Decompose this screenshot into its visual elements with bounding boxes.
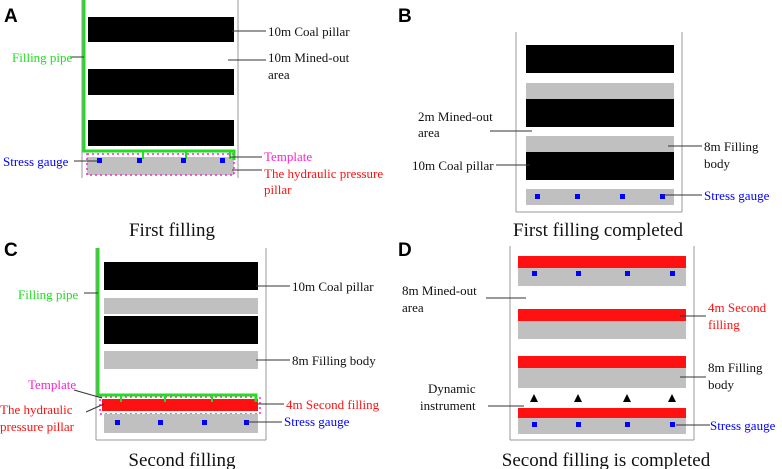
panel-d-label-filling-body-1: 8m Filling — [708, 360, 763, 375]
panel-a-label-stress-gauge: Stress gauge — [3, 154, 69, 169]
panel-b-gauge-1 — [535, 194, 540, 199]
panel-c-caption: Second filling — [128, 450, 236, 469]
panel-b-gauge-2 — [575, 194, 580, 199]
panel-c-label-coal-pillar: 10m Coal pillar — [292, 279, 374, 294]
panel-a-coal-pillar-3 — [88, 120, 234, 146]
panel-c-label-filling-pipe: Filling pipe — [18, 287, 79, 302]
panel-c-label-stress-gauge: Stress gauge — [284, 414, 350, 429]
panel-d-instrument-2 — [574, 394, 582, 402]
panel-a-hydraulic-pillar — [87, 157, 234, 175]
panel-b-gauge-4 — [660, 194, 665, 199]
panel-c-label-hydraulic-1: The hydraulic — [0, 402, 73, 417]
panel-a-label-hydraulic-2: pillar — [264, 182, 292, 197]
panel-d-label-mined-out-1: 8m Mined-out — [402, 283, 477, 298]
panel-d-gauge-1b — [576, 271, 581, 276]
panel-c-label-template: Template — [28, 377, 76, 392]
panel-c-gauge-1 — [115, 420, 120, 425]
panel-d-gauge-2c — [625, 422, 630, 427]
panel-c-coal-pillar-2 — [104, 316, 258, 344]
panel-b-label-coal-pillar: 10m Coal pillar — [412, 158, 494, 173]
panel-d: D 8m Mined-out ar — [398, 240, 776, 469]
panel-d-label-stress-gauge: Stress gauge — [710, 418, 776, 433]
panel-d-second-filling-1 — [518, 256, 686, 268]
panel-d-label-dynamic-1: Dynamic — [428, 381, 476, 396]
panel-c-filling-body-1 — [104, 298, 258, 314]
panel-b-hydraulic-pillar — [526, 189, 674, 205]
panel-d-gauge-2b — [576, 422, 581, 427]
panel-b-caption: First filling completed — [513, 220, 683, 241]
panel-b-coal-pillar-3 — [526, 152, 674, 180]
panel-d-second-filling-2 — [518, 309, 686, 321]
panel-c-gauge-3 — [202, 420, 207, 425]
panel-b-filling-body-1 — [526, 83, 674, 99]
panel-d-gauge-1c — [625, 271, 630, 276]
panel-c-label-second-filling: 4m Second filling — [286, 397, 380, 412]
panel-d-instrument-1 — [530, 394, 538, 402]
panel-c-leader-template — [73, 389, 103, 399]
panel-c-label-filling-body: 8m Filling body — [292, 353, 376, 368]
panel-b-label-filling-body-2: body — [704, 156, 731, 171]
panel-b-letter: B — [398, 6, 412, 27]
panel-a-caption: First filling — [129, 220, 216, 241]
panel-a-label-mined-out-1: 10m Mined-out — [268, 50, 350, 65]
panel-b: B 2m Mined-out area 10m Coal pillar 8m F… — [398, 6, 770, 241]
panel-d-label-second-filling-1: 4m Second — [708, 300, 767, 315]
panel-d-instrument-4 — [668, 394, 676, 402]
panel-c: C Filling pipe 10m Coal pillar 8m Fillin… — [0, 240, 380, 469]
panel-a-gauge-3 — [181, 158, 186, 163]
panel-d-label-dynamic-2: instrument — [420, 398, 476, 413]
panel-c-second-filling — [102, 399, 258, 411]
panel-c-gauge-2 — [158, 420, 163, 425]
panel-a-gauge-4 — [220, 158, 225, 163]
panel-a-label-mined-out-2: area — [268, 67, 290, 82]
panel-b-coal-pillar-2 — [526, 99, 674, 127]
panel-d-gauge-1d — [670, 271, 675, 276]
panel-c-coal-pillar-1 — [104, 262, 258, 290]
panel-d-gauge-2a — [532, 422, 537, 427]
panel-c-letter: C — [4, 240, 18, 261]
panel-a-gauge-2 — [137, 158, 142, 163]
panel-a-label-coal-pillar: 10m Coal pillar — [268, 24, 350, 39]
panel-d-second-filling-3 — [518, 356, 686, 368]
panel-a-label-filling-pipe: Filling pipe — [12, 50, 73, 65]
panel-d-filling-body-3 — [518, 368, 686, 388]
panel-a-label-template: Template — [264, 149, 312, 164]
panel-d-filling-body-1 — [518, 268, 686, 286]
panel-b-filling-body-2 — [526, 136, 674, 152]
panel-b-coal-pillar-1 — [526, 45, 674, 73]
panel-d-filling-body-2 — [518, 321, 686, 339]
panel-c-label-hydraulic-2: pressure pillar — [0, 419, 75, 434]
panel-d-label-second-filling-2: filling — [708, 317, 740, 332]
panel-d-letter: D — [398, 240, 412, 261]
panel-b-label-mined-out-1: 2m Mined-out — [418, 109, 493, 124]
panel-c-leader-hydraulic — [85, 403, 105, 413]
panel-a-label-hydraulic-1: The hydraulic pressure — [264, 166, 383, 181]
panel-d-second-filling-4 — [518, 408, 686, 418]
panel-c-filling-pipe — [96, 248, 258, 402]
panel-d-instrument-3 — [623, 394, 631, 402]
panel-a-letter: A — [4, 6, 18, 27]
panel-b-label-filling-body-1: 8m Filling — [704, 139, 759, 154]
panel-a-gauge-1 — [97, 158, 102, 163]
panel-b-label-stress-gauge: Stress gauge — [704, 188, 770, 203]
panel-d-label-mined-out-2: area — [402, 300, 424, 315]
panel-c-filling-body-2 — [104, 351, 258, 369]
panel-a-filling-pipe — [82, 0, 236, 160]
panel-d-caption: Second filling is completed — [502, 450, 711, 469]
panel-b-gauge-3 — [620, 194, 625, 199]
panel-d-gauge-2d — [670, 422, 675, 427]
panel-a-coal-pillar-1 — [88, 17, 234, 42]
panel-a-coal-pillar-2 — [88, 69, 234, 95]
panel-b-label-mined-out-2: area — [418, 125, 440, 140]
panel-d-gauge-1a — [532, 271, 537, 276]
panel-d-hydraulic-pillar — [518, 418, 686, 434]
panel-d-label-filling-body-2: body — [708, 377, 735, 392]
panel-a: A Filling pipe 10m Coal pillar 10m Mined… — [3, 0, 383, 241]
panel-c-hydraulic-pillar — [104, 414, 258, 433]
panel-a-template — [86, 153, 235, 176]
